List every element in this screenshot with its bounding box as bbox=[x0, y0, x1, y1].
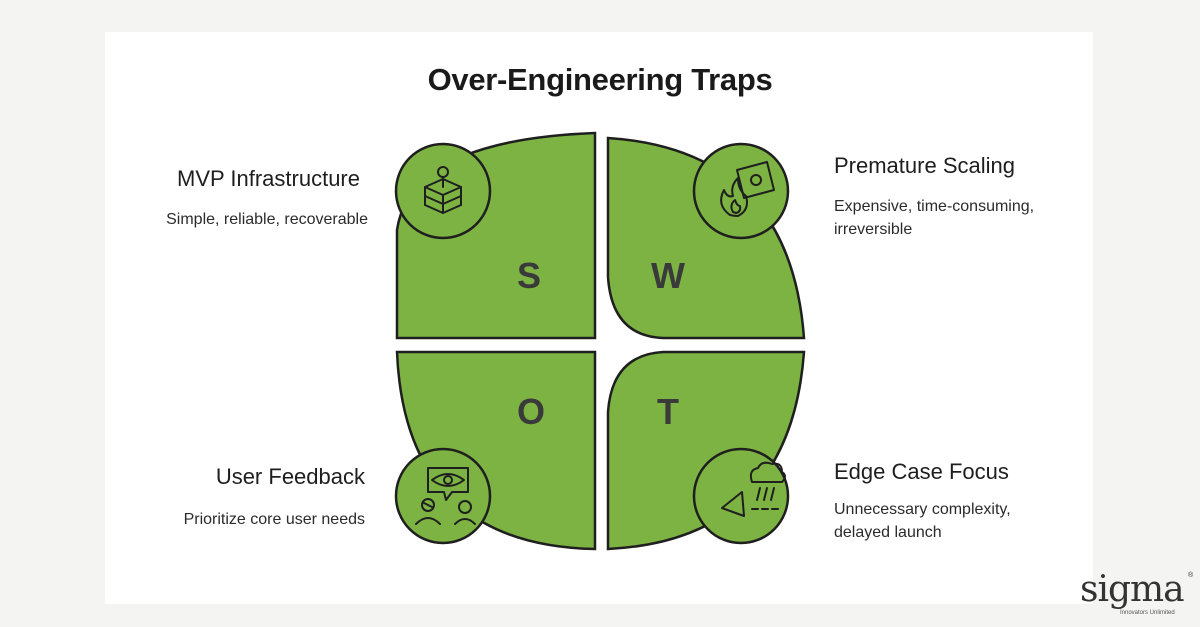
brand-logo-registered-mark: ® bbox=[1188, 572, 1194, 579]
quadrant-s-description: Simple, reliable, recoverable bbox=[130, 208, 368, 231]
quadrant-t-letter: T bbox=[657, 391, 679, 432]
brand-logo-word: sigma bbox=[1080, 569, 1185, 610]
quadrant-t-description-line: Unnecessary complexity, bbox=[834, 501, 1011, 518]
quadrant-t-leaf bbox=[606, 350, 806, 551]
quadrant-s-description-line: Simple, reliable, recoverable bbox=[166, 211, 368, 228]
quadrant-s-letter: S bbox=[517, 255, 541, 296]
quadrant-o-heading: User Feedback bbox=[215, 464, 365, 489]
quadrant-w-heading: Premature Scaling bbox=[834, 153, 1015, 178]
rain-cloud-telescope-icon bbox=[721, 461, 786, 517]
quadrant-o-icon-circle bbox=[394, 447, 492, 545]
quadrant-t-description-line: delayed launch bbox=[834, 524, 942, 541]
quadrant-t-icon-circle bbox=[692, 447, 790, 545]
money-fire-icon bbox=[720, 161, 775, 217]
quadrant-o-description-line: Prioritize core user needs bbox=[183, 511, 365, 528]
quadrant-w-letter: W bbox=[651, 255, 685, 296]
page-title: Over-Engineering Traps bbox=[427, 62, 773, 97]
quadrant-s-heading: MVP Infrastructure bbox=[177, 166, 360, 191]
quadrant-o-description: Prioritize core user needs bbox=[130, 508, 365, 531]
quadrant-t-heading: Edge Case Focus bbox=[834, 459, 1009, 484]
brand-logo: sigma ® Innovators Unlimited bbox=[1080, 569, 1194, 622]
content-panel bbox=[105, 32, 1093, 604]
quadrant-w-description: Expensive, time-consuming, irreversible bbox=[834, 195, 1094, 241]
quadrant-s-icon-circle bbox=[394, 142, 492, 240]
quadrant-w-description-line: irreversible bbox=[834, 221, 913, 238]
quadrant-t-description: Unnecessary complexity, delayed launch bbox=[834, 498, 1094, 544]
quadrant-w-description-line: Expensive, time-consuming, bbox=[834, 198, 1035, 215]
eye-feedback-users-icon bbox=[415, 467, 476, 525]
quadrant-o-letter: O bbox=[517, 391, 545, 432]
quadrant-w-leaf bbox=[606, 136, 806, 340]
brand-logo-tagline: Innovators Unlimited bbox=[1120, 610, 1175, 616]
layered-cube-icon bbox=[424, 166, 462, 214]
